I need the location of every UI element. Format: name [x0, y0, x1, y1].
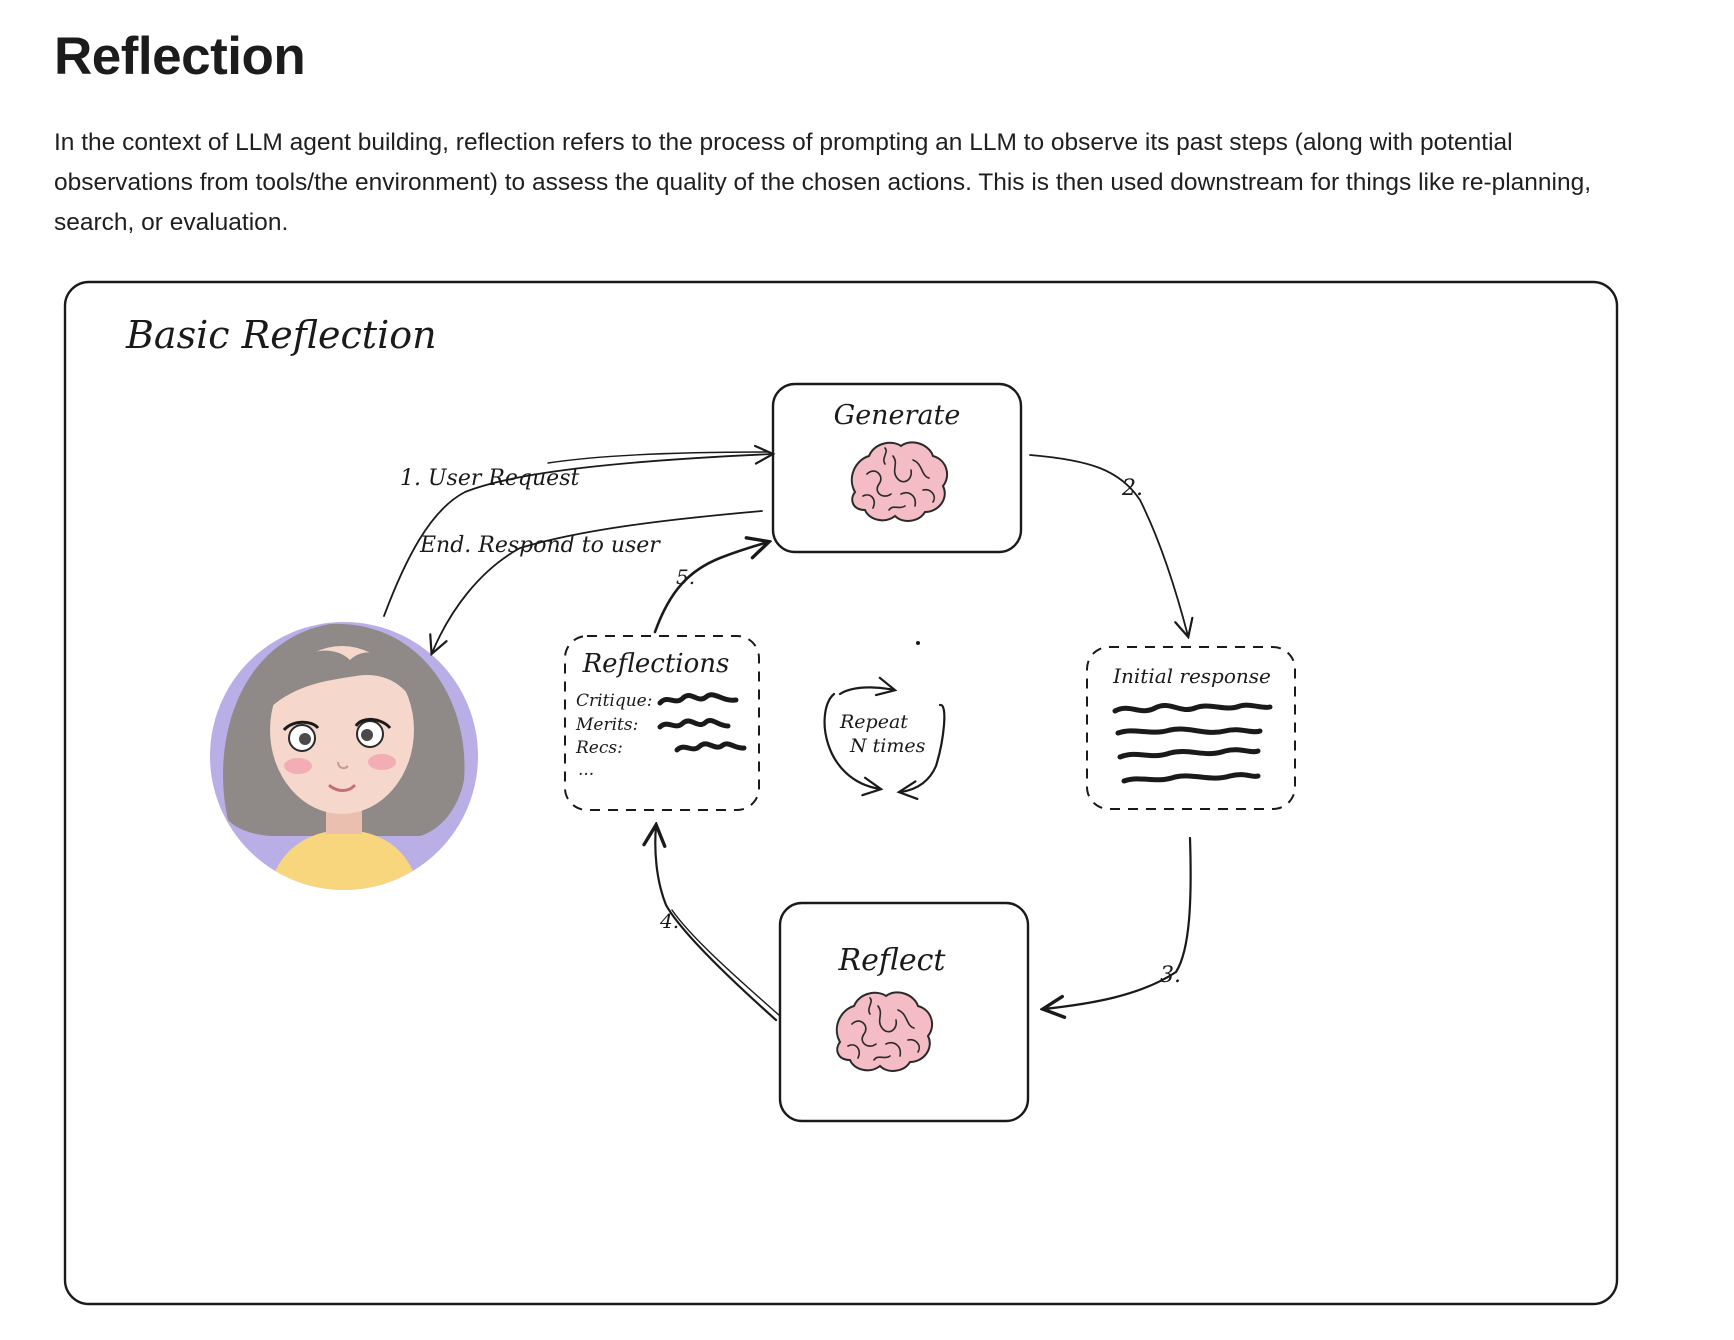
reflect-label: Reflect — [838, 943, 947, 978]
reflections-title: Reflections — [582, 649, 730, 679]
edge-label-respond: End. Respond to user — [419, 533, 661, 558]
reflect-node: Reflect — [778, 901, 1030, 1123]
reflections-node: Reflections Critique: Merits: Recs: ... — [564, 635, 760, 811]
edge-label-2: 2. — [1121, 476, 1143, 501]
initial-response-node: Initial response — [1086, 646, 1296, 810]
critique-label: Critique: — [576, 691, 652, 711]
user-avatar-icon — [210, 622, 478, 890]
edges: 1. User Request End. Respond to user 2. … — [383, 452, 1191, 1022]
recs-label: Recs: — [575, 738, 623, 758]
initial-response-label: Initial response — [1112, 664, 1271, 688]
generate-label: Generate — [834, 400, 961, 431]
intro-paragraph: In the context of LLM agent building, re… — [54, 129, 1592, 236]
repeat-loop: Repeat N times — [823, 641, 946, 792]
generate-node: Generate — [771, 382, 1023, 554]
repeat-label-1: Repeat — [839, 711, 908, 733]
edge-label-4: 4. — [659, 909, 679, 933]
edge-label-5: 5. — [676, 565, 695, 589]
repeat-label-2: N times — [849, 735, 926, 757]
merits-label: Merits: — [575, 715, 638, 735]
page-title: Reflection — [54, 27, 306, 86]
diagram-title: Basic Reflection — [125, 313, 437, 357]
scribble-lines — [1112, 702, 1273, 784]
diagram-frame — [63, 280, 1619, 1306]
more-label: ... — [578, 760, 594, 780]
edge-label-3: 3. — [1160, 963, 1181, 988]
edge-label-user-request: 1. User Request — [400, 466, 579, 491]
scribble-lines — [657, 692, 747, 753]
